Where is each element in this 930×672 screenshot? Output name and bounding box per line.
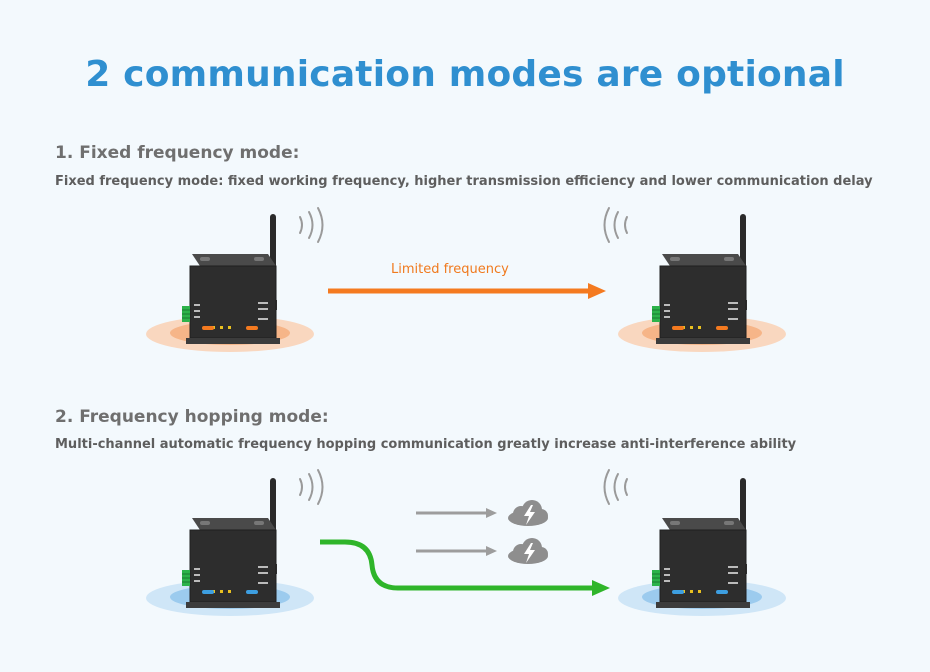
interference-arrow-1 — [416, 508, 497, 518]
radio-wave-icon — [603, 469, 628, 505]
mode1-description: Fixed frequency mode: fixed working freq… — [55, 174, 873, 189]
mode2-description: Multi-channel automatic frequency hoppin… — [55, 437, 797, 452]
mode2-right-device — [651, 477, 751, 609]
mode2-left-device — [181, 477, 281, 609]
lightning-icon — [524, 505, 535, 525]
limited-frequency-arrow — [328, 283, 606, 299]
limited-frequency-label: Limited frequency — [391, 262, 509, 277]
interference-cloud-icon — [508, 500, 548, 526]
mode2-heading: 2. Frequency hopping mode: — [55, 407, 329, 427]
mode1-heading: 1. Fixed frequency mode: — [55, 143, 300, 163]
frequency-hopping-arrow — [320, 539, 610, 596]
mode1-right-device — [651, 213, 751, 345]
mode1-left-device — [181, 213, 281, 345]
radio-wave-icon — [299, 207, 324, 243]
lightning-icon — [524, 543, 535, 563]
radio-wave-icon — [299, 469, 324, 505]
radio-wave-icon — [603, 207, 628, 243]
page-title: 2 communication modes are optional — [85, 54, 845, 95]
interference-cloud-icon — [508, 538, 548, 564]
interference-arrow-2 — [416, 546, 497, 556]
